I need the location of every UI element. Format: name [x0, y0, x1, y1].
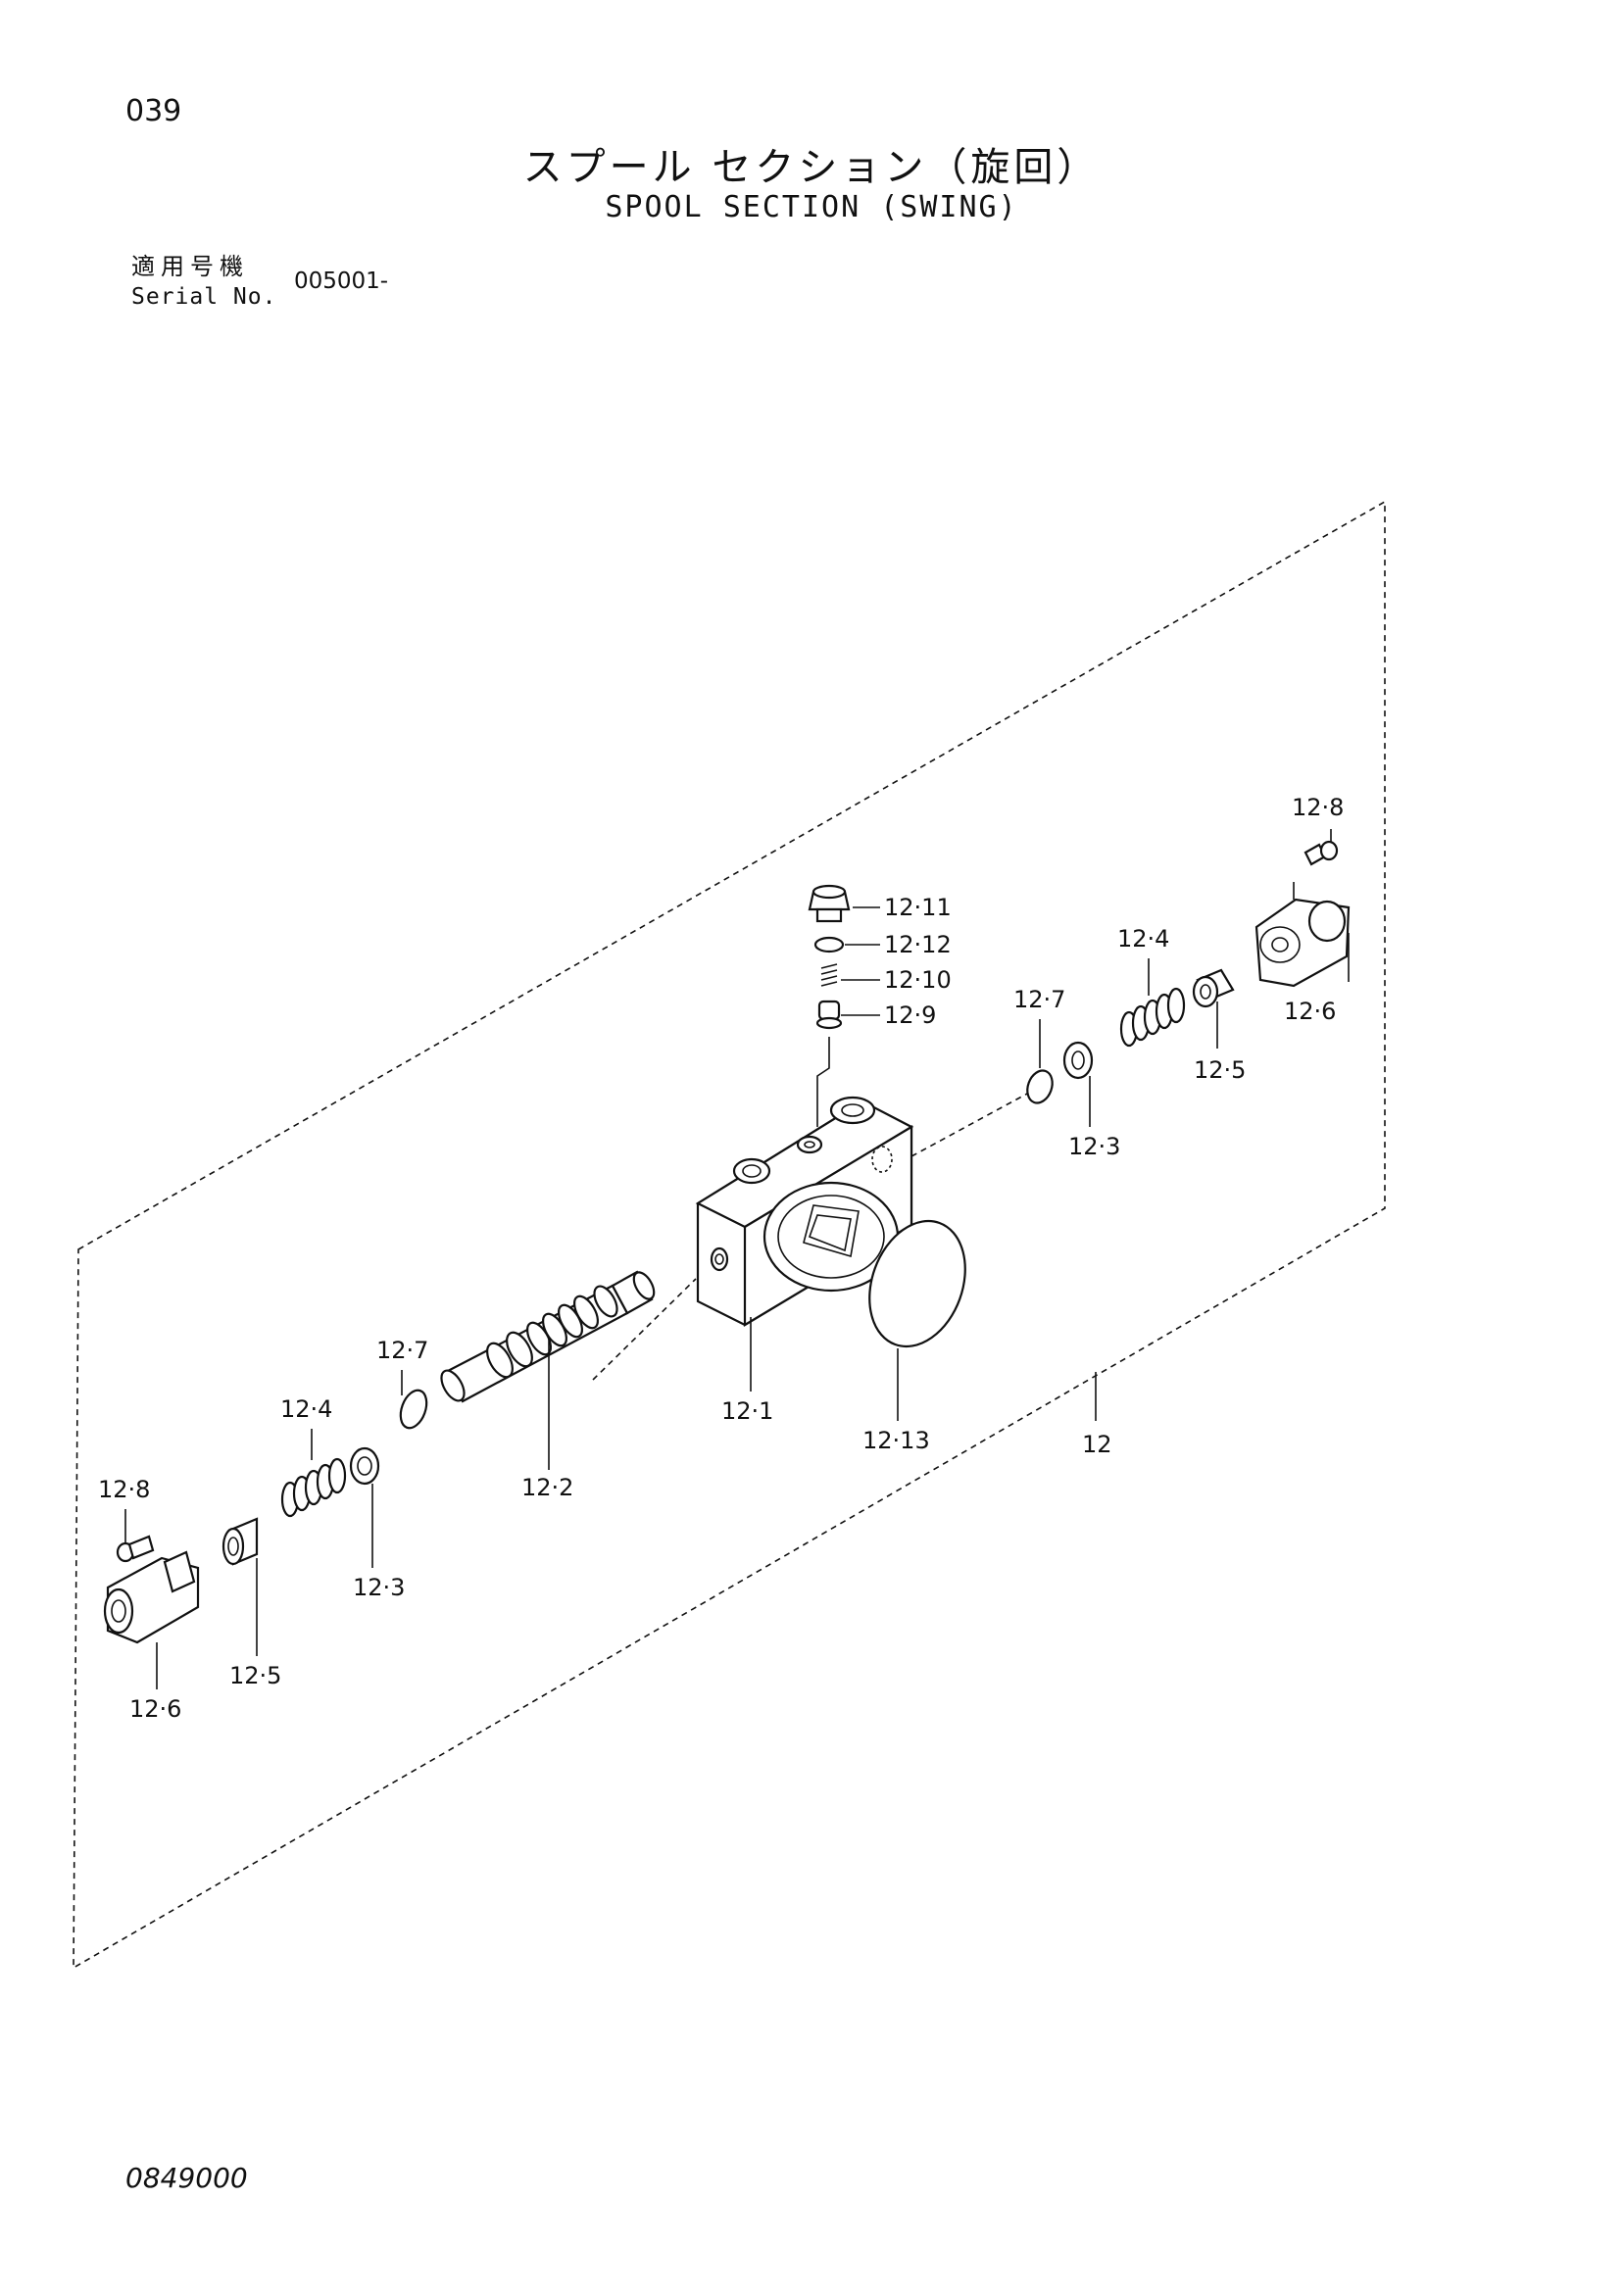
spring-left — [280, 1457, 347, 1518]
page-number: 039 — [125, 94, 182, 128]
callout-12: 12 — [1082, 1431, 1112, 1458]
callout-12-10: 12·10 — [884, 966, 952, 994]
title-english: SPOOL SECTION (SWING) — [605, 190, 1018, 224]
serial-label-japanese: 適用号機 — [131, 253, 249, 280]
o-ring-right — [1026, 1069, 1054, 1104]
callout-12-7-left: 12·7 — [376, 1337, 428, 1364]
spool-axis-left — [592, 1278, 697, 1381]
spool — [440, 1270, 656, 1403]
large-o-ring — [868, 1219, 966, 1348]
drawing-number: 0849000 — [125, 2162, 248, 2194]
callout-12-13: 12·13 — [862, 1427, 930, 1454]
callout-12-5-right: 12·5 — [1194, 1056, 1246, 1084]
assembly-boundary — [73, 500, 1386, 1970]
o-ring-left — [399, 1389, 428, 1430]
callout-12-12: 12·12 — [884, 931, 952, 958]
poppet — [815, 1000, 843, 1030]
bolt-left — [116, 1535, 155, 1563]
serial-label-english: Serial No. — [131, 284, 277, 310]
plug — [808, 884, 851, 923]
title-japanese: スプール セクション（旋回） — [522, 145, 1101, 190]
callout-12-9: 12·9 — [884, 1001, 936, 1029]
callout-12-2: 12·2 — [521, 1474, 573, 1501]
serial-number-value: 005001- — [294, 269, 389, 294]
poppet-spring — [820, 963, 838, 987]
seal-cap-right — [1192, 968, 1235, 1008]
spool-axis-right — [910, 1092, 1030, 1157]
bolt-right — [1303, 840, 1339, 866]
cover-right — [1254, 898, 1351, 988]
callout-12-3-left: 12·3 — [353, 1574, 405, 1601]
callout-12-11: 12·11 — [884, 894, 952, 921]
callout-12-4-right: 12·4 — [1117, 925, 1169, 953]
cover-left — [103, 1550, 200, 1644]
callout-12-8-left: 12·8 — [98, 1476, 150, 1503]
seal-cap-left — [349, 1446, 380, 1486]
spring-seat-right — [1062, 1041, 1094, 1080]
callout-12-6-left: 12·6 — [129, 1695, 181, 1723]
callout-12-7-right: 12·7 — [1013, 986, 1065, 1013]
spring-seat-left — [221, 1517, 259, 1566]
plug-o-ring — [813, 936, 845, 953]
callout-12-3-right: 12·3 — [1068, 1133, 1120, 1160]
callout-12-4-left: 12·4 — [280, 1395, 332, 1423]
callout-12-6-right: 12·6 — [1284, 998, 1336, 1025]
spring-right — [1119, 987, 1186, 1048]
callout-12-5-left: 12·5 — [229, 1662, 281, 1689]
valve-housing — [695, 1096, 914, 1327]
callout-12-1: 12·1 — [721, 1397, 773, 1425]
callout-12-8-right: 12·8 — [1292, 794, 1344, 821]
